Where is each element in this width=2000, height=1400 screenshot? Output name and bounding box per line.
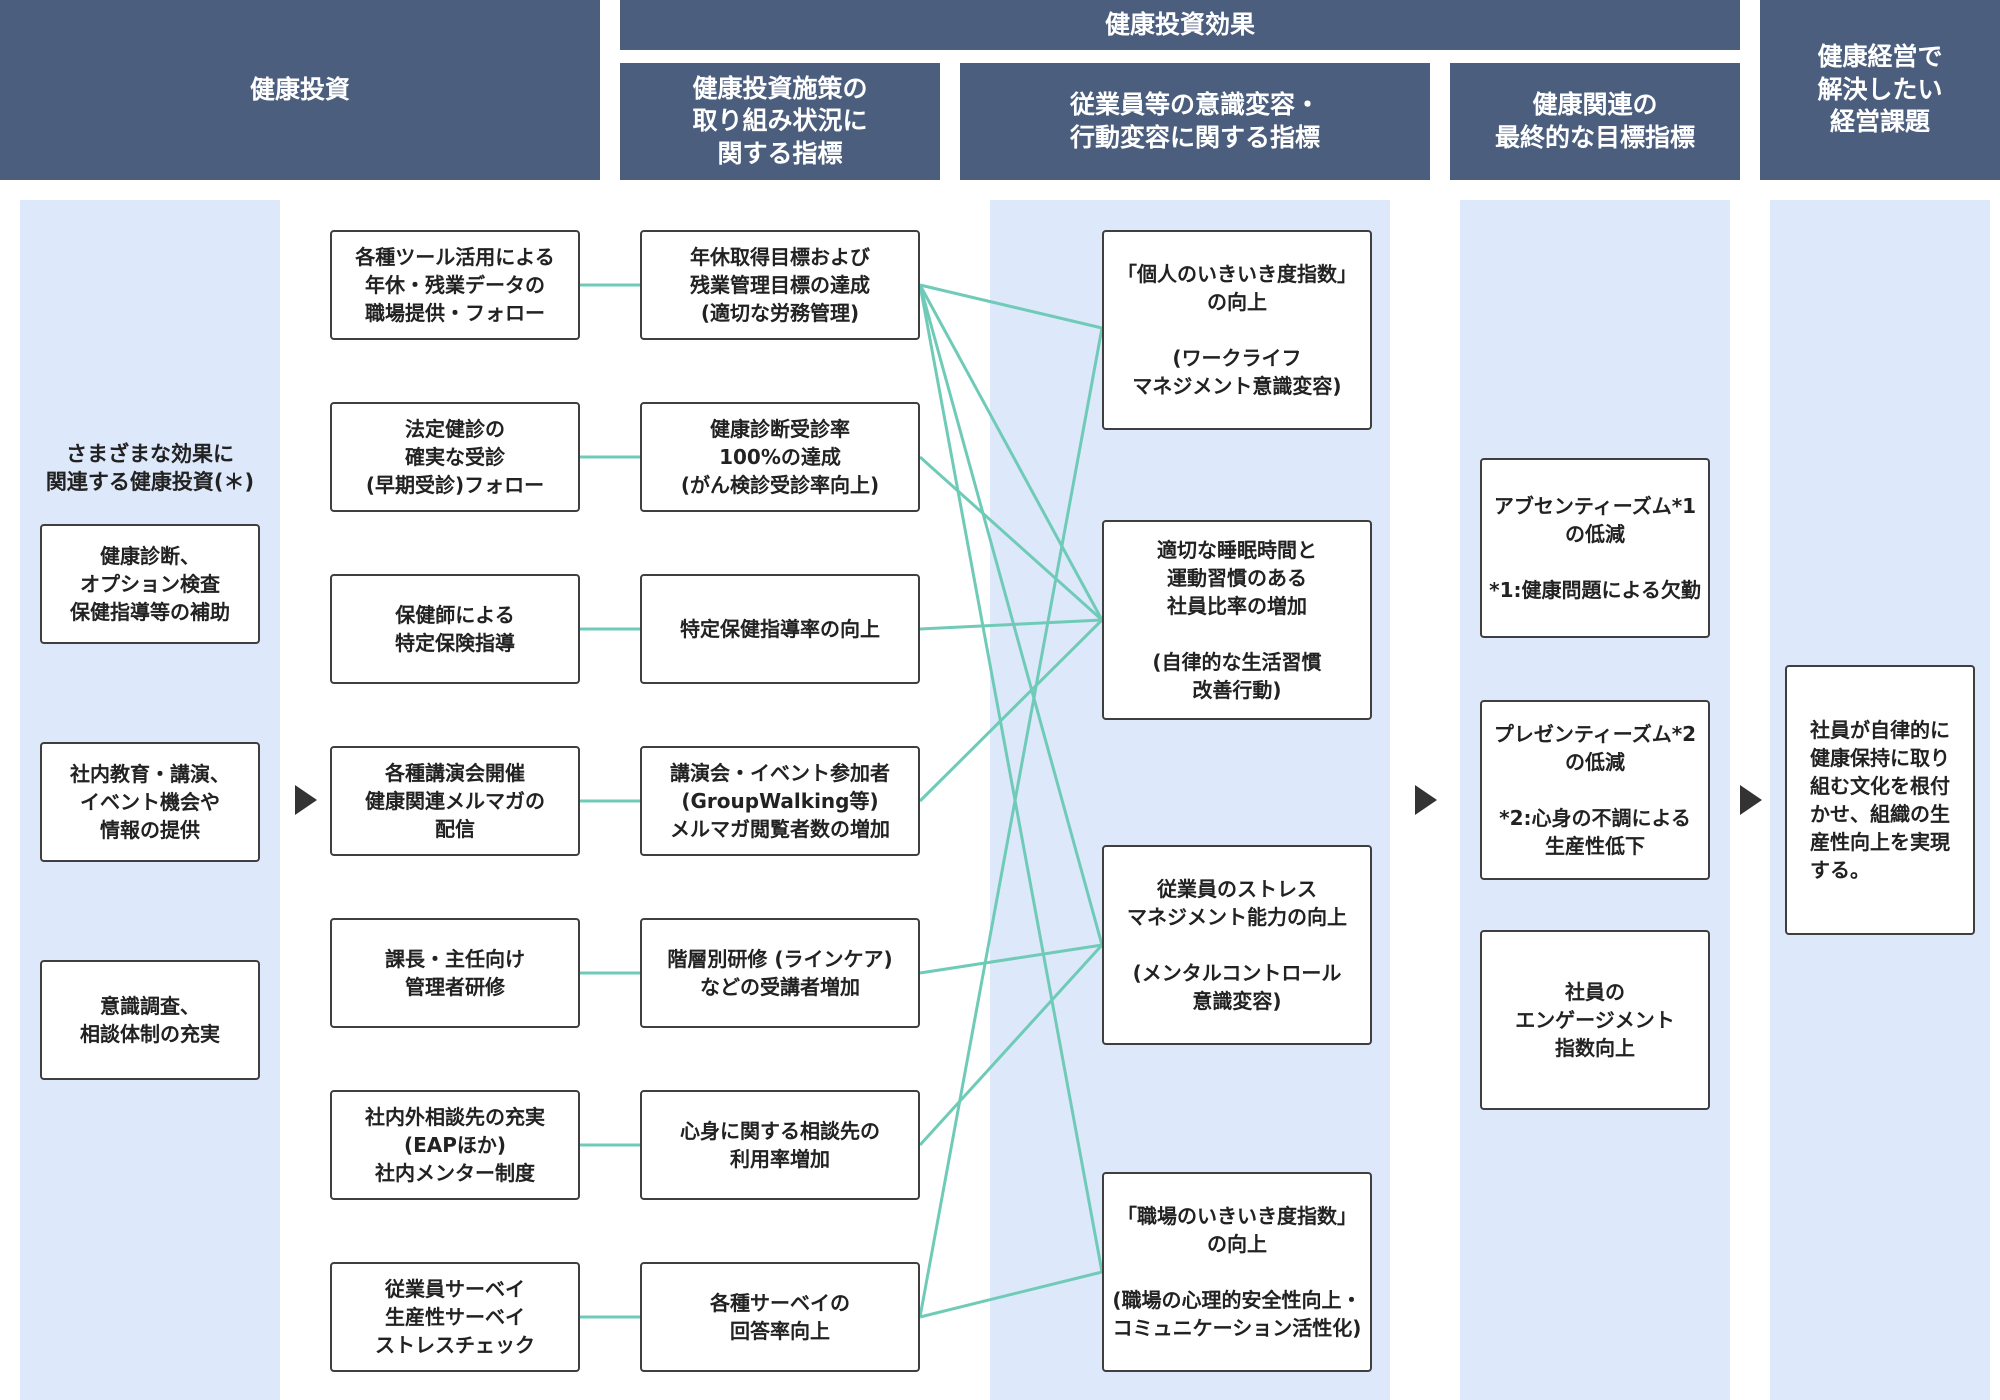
management-issue-box: 社員が自律的に 健康保持に取り 組む文化を根付 かせ、組織の生 産性向上を実現 … (1785, 665, 1975, 935)
header-measures: 健康投資施策の 取り組み状況に 関する指標 (620, 63, 940, 180)
final-goal-box: プレゼンティーズム*2 の低減 *2:心身の不調による 生産性低下 (1480, 700, 1710, 880)
header-effect: 健康投資効果 (620, 0, 1740, 50)
indicator-box: 健康診断受診率 100%の達成 (がん検診受診率向上) (640, 402, 920, 512)
investment-column-title: さまざまな効果に 関連する健康投資(＊) (45, 442, 255, 495)
arrow-right-icon (295, 785, 317, 815)
connector-line (918, 327, 1104, 1318)
header-investment: 健康投資 (0, 0, 600, 180)
connector-line (919, 283, 1103, 330)
connector-line (918, 284, 1104, 1273)
header-final: 健康関連の 最終的な目標指標 (1450, 63, 1740, 180)
initiative-box: 従業員サーベイ 生産性サーベイ ストレスチェック (330, 1262, 580, 1372)
header-issues: 健康経営で 解決したい 経営課題 (1760, 0, 2000, 180)
final-goal-box: 社員の エンゲージメント 指数向上 (1480, 930, 1710, 1110)
connector-line (918, 284, 1104, 621)
connector-line (918, 455, 1104, 622)
indicator-box: 特定保健指導率の向上 (640, 574, 920, 684)
awareness-box: 適切な睡眠時間と 運動習慣のある 社員比率の増加 (自律的な生活習慣 改善行動) (1102, 520, 1372, 720)
indicator-box: 各種サーベイの 回答率向上 (640, 1262, 920, 1372)
awareness-box: 従業員のストレス マネジメント能力の向上 (メンタルコントロール 意識変容) (1102, 845, 1372, 1045)
connector-line (918, 943, 1104, 1147)
final-goal-box: アブセンティーズム*1 の低減 *1:健康問題による欠勤 (1480, 458, 1710, 638)
connector-line (919, 1270, 1103, 1319)
initiative-box: 課長・主任向け 管理者研修 (330, 918, 580, 1028)
connector-line (918, 284, 1104, 946)
investment-item-survey: 意識調査、 相談体制の充実 (40, 960, 260, 1080)
awareness-box: 「職場のいきいき度指数」 の向上 (職場の心理的安全性向上・ コミュニケーション… (1102, 1172, 1372, 1372)
indicator-box: 年休取得目標および 残業管理目標の達成 (適切な労務管理) (640, 230, 920, 340)
indicator-box: 階層別研修 (ラインケア) などの受講者増加 (640, 918, 920, 1028)
initiative-box: 保健師による 特定保険指導 (330, 574, 580, 684)
arrow-right-icon (1415, 785, 1437, 815)
awareness-box: 「個人のいきいき度指数」 の向上 (ワークライフ マネジメント意識変容) (1102, 230, 1372, 430)
initiative-box: 法定健診の 確実な受診 (早期受診)フォロー (330, 402, 580, 512)
investment-item-checkup: 健康診断、 オプション検査 保健指導等の補助 (40, 524, 260, 644)
initiative-box: 社内外相談先の充実 (EAPほか) 社内メンター制度 (330, 1090, 580, 1200)
header-awareness: 従業員等の意識変容・ 行動変容に関する指標 (960, 63, 1430, 180)
connector-line (919, 618, 1103, 631)
initiative-box: 各種ツール活用による 年休・残業データの 職場提供・フォロー (330, 230, 580, 340)
connector-line (919, 943, 1103, 975)
initiative-box: 各種講演会開催 健康関連メルマガの 配信 (330, 746, 580, 856)
investment-item-education: 社内教育・講演、 イベント機会や 情報の提供 (40, 742, 260, 862)
indicator-box: 心身に関する相談先の 利用率増加 (640, 1090, 920, 1200)
arrow-right-icon (1740, 785, 1762, 815)
indicator-box: 講演会・イベント参加者 (GroupWalking等) メルマガ閲覧者数の増加 (640, 746, 920, 856)
connector-line (918, 618, 1104, 803)
